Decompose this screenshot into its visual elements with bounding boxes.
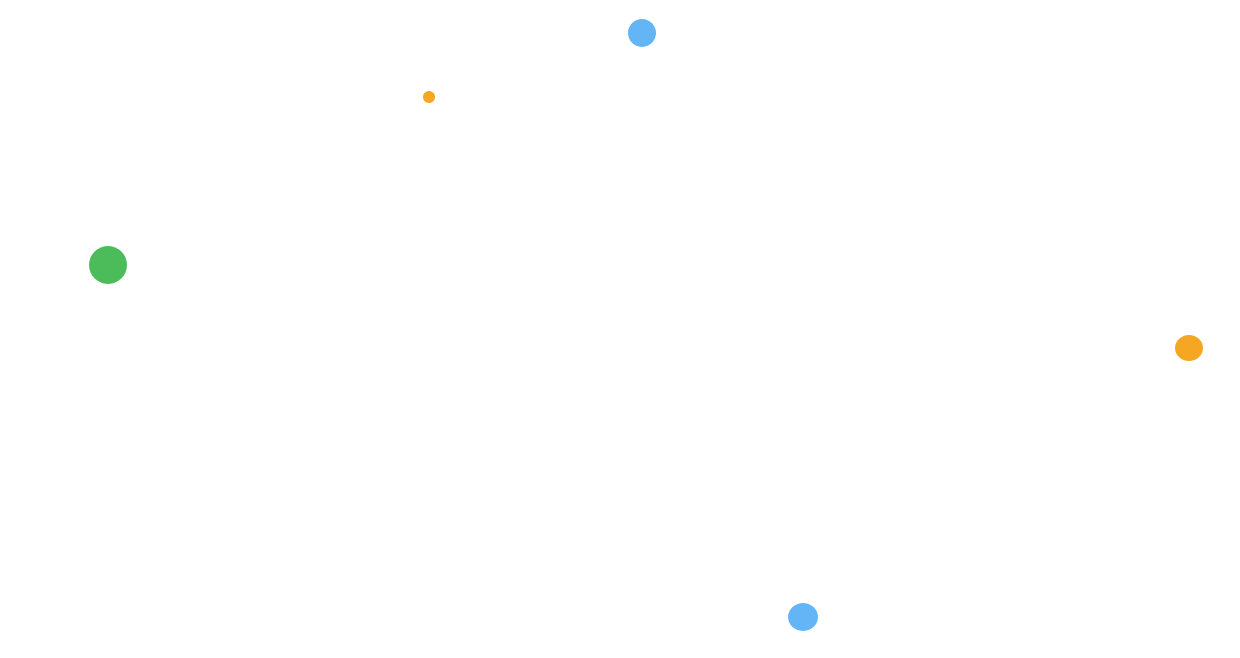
orange-dot [423,91,435,103]
blue-dot [788,603,818,631]
green-dot [89,246,127,284]
orange-dot [1175,335,1203,361]
blue-dot [628,19,656,47]
